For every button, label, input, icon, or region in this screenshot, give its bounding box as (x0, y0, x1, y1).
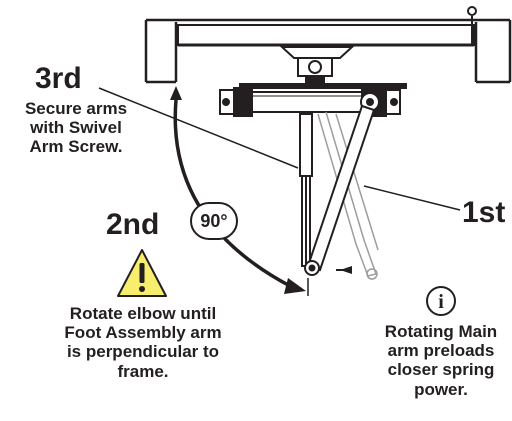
step-first-label: 1st (462, 196, 506, 229)
leader-lines (98, 87, 461, 211)
angle-label: 90° (200, 211, 228, 231)
step-third-note: Secure arms with Swivel Arm Screw. (24, 99, 128, 157)
swing-arc-90 (170, 86, 309, 296)
door-frame-header (144, 18, 512, 84)
step-second-note: Rotate elbow until Foot Assembly arm is … (64, 304, 222, 381)
foot-assembly-arm (299, 113, 313, 267)
warning-triangle-icon (117, 249, 167, 297)
step-second-label: 2nd (106, 208, 160, 241)
angle-badge (190, 202, 238, 240)
step-third-label: 3rd (35, 62, 82, 95)
rotation-arrow-icon (336, 266, 352, 274)
info-icon: i (426, 286, 456, 316)
frame-pivot (467, 6, 477, 45)
closer-body (219, 83, 407, 117)
mounting-bracket (279, 46, 355, 87)
main-arm (304, 104, 376, 276)
svg-text:i: i (438, 291, 444, 313)
step-first-note: Rotating Main arm preloads closer spring… (384, 322, 498, 399)
ghost-arm-positions (317, 111, 379, 280)
